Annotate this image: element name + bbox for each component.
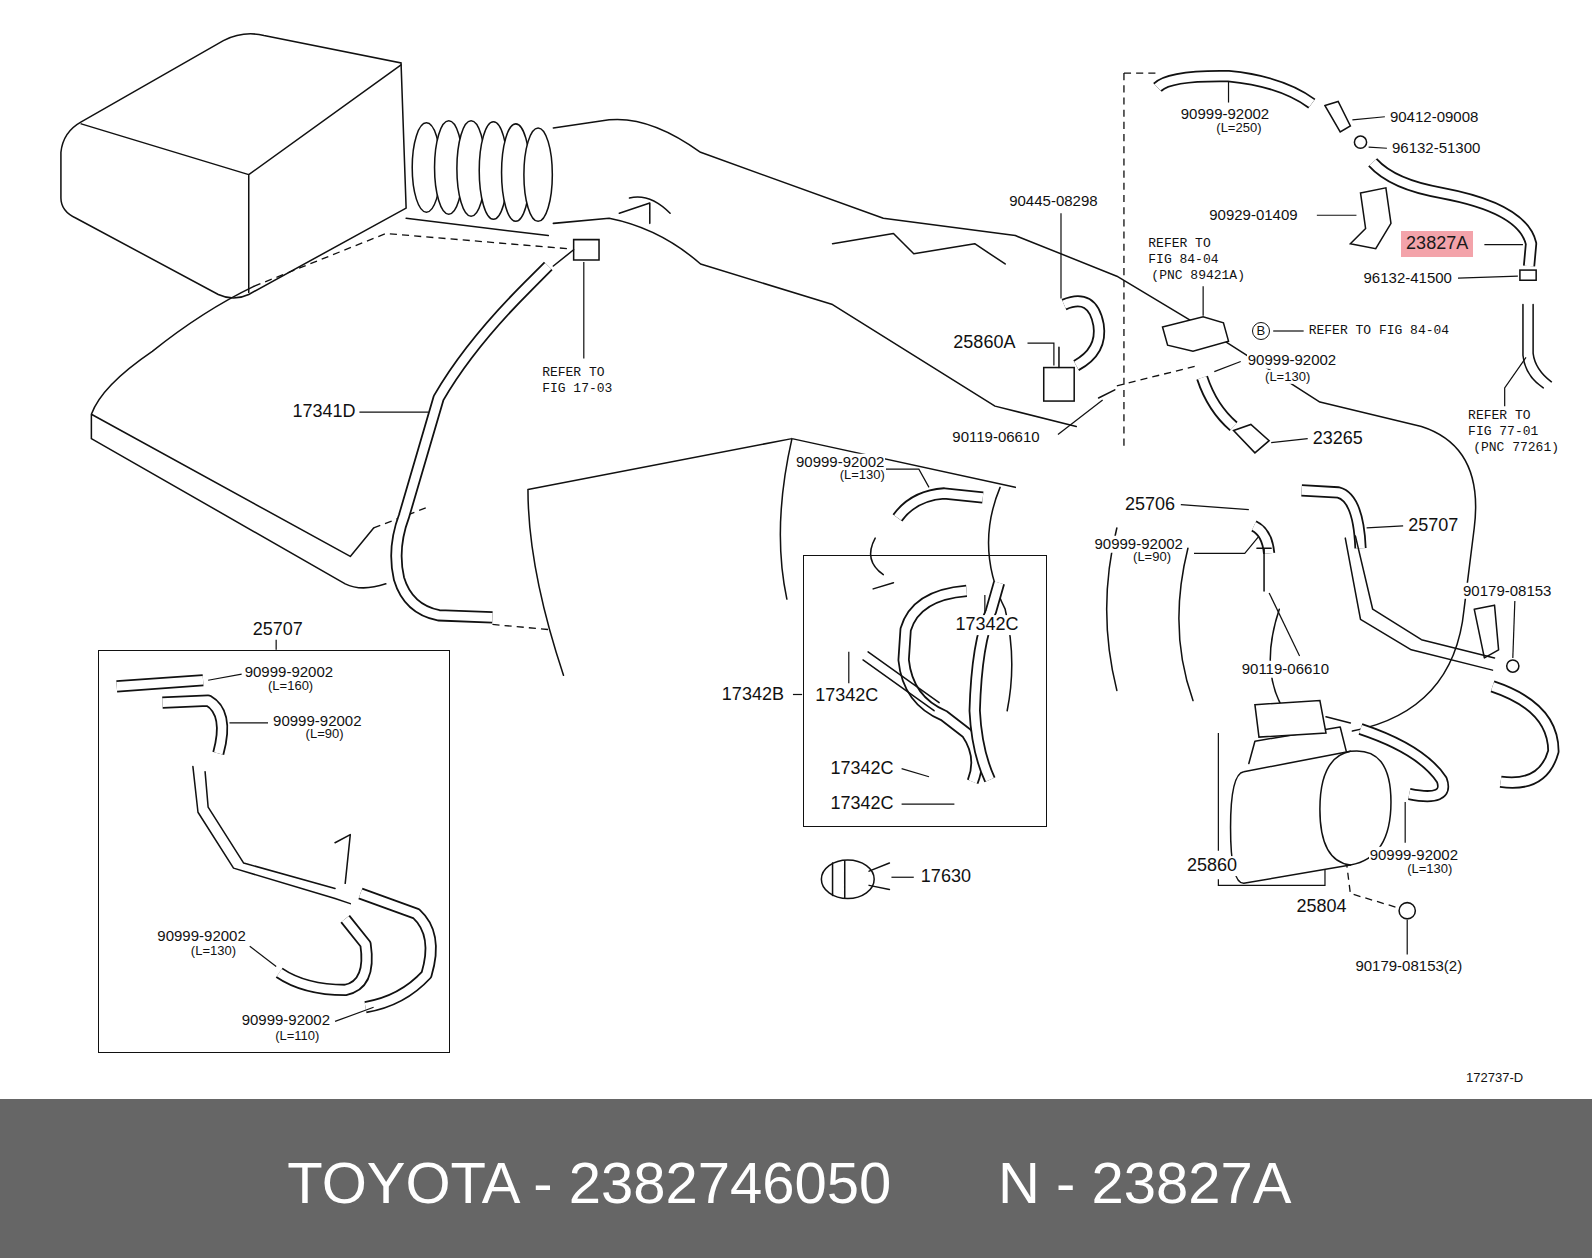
reference-note: REFER TO <box>1467 409 1531 423</box>
part-number: 17630 <box>920 867 972 887</box>
callout-number: 25707 <box>253 620 303 640</box>
reference-note: FIG 84-04 <box>1147 253 1219 267</box>
part-number: 25706 <box>1124 495 1176 515</box>
callout-number: 17342B <box>722 686 784 706</box>
part-number: 90412-09008 <box>1389 109 1479 126</box>
part-number: 25707 <box>1407 516 1459 536</box>
part-number: (L=130) <box>1406 862 1453 876</box>
part-number: 172737-D <box>1465 1071 1524 1085</box>
part-number: 23265 <box>1312 429 1364 449</box>
part-number: (L=250) <box>1215 121 1262 135</box>
caption-band: TOYOTA - 2382746050 N - 23827A <box>0 1099 1592 1258</box>
leader-line <box>208 81 1526 1021</box>
reference-note: (PNC 89421A) <box>1150 269 1246 283</box>
part-number: 90999-92002 <box>156 928 246 945</box>
part-number: (L=110) <box>274 1028 320 1042</box>
reference-note: REFER TO <box>541 365 605 379</box>
caption-text: TOYOTA - 2382746050 <box>287 1151 891 1215</box>
reference-note: FIG 77-01 <box>1467 424 1539 438</box>
intake-hose <box>412 121 552 222</box>
part-number: (L=160) <box>267 679 314 693</box>
part-number: 90929-01409 <box>1208 207 1298 224</box>
part-number: (L=90) <box>305 727 345 741</box>
part-number: 90999-92002 <box>1369 847 1459 864</box>
callout-number: 23827A <box>1406 234 1468 254</box>
part-number: B <box>1252 322 1270 340</box>
highlight-box: 23827A <box>1401 231 1473 257</box>
pipe <box>1345 536 1494 670</box>
part-number: 25860 <box>1186 856 1238 876</box>
part-number: (L=130) <box>839 468 886 482</box>
part-number: 90999-92002 <box>244 664 334 681</box>
part-number: 90999-92002 <box>1247 352 1337 369</box>
part-number: 17342C <box>814 686 879 706</box>
part-number: 90999-92002 <box>241 1012 331 1029</box>
reference-note: FIG 17-03 <box>541 382 613 396</box>
part-number: (L=130) <box>190 944 237 958</box>
part-number: 17342C <box>954 616 1019 636</box>
part-number: 17341D <box>291 402 356 422</box>
part-number: 17342C <box>830 759 895 779</box>
reference-note: REFER TO <box>1147 237 1211 251</box>
part-number: 90999-92002 <box>1180 105 1270 122</box>
part-number: (L=90) <box>1132 550 1172 564</box>
air-cleaner-cap <box>61 34 406 298</box>
reference-note: REFER TO FIG 84-04 <box>1308 324 1450 338</box>
part-number: 90119-06610 <box>1241 661 1330 678</box>
part-number: 96132-51300 <box>1391 140 1481 157</box>
reference-note: (PNC 77261) <box>1472 441 1560 455</box>
charcoal-canister <box>1231 751 1391 883</box>
part-number: 25804 <box>1296 897 1348 917</box>
part-number: 90119-06610 <box>951 428 1040 445</box>
vacuum-hose <box>117 76 1554 1007</box>
part-number: 25860A <box>952 333 1016 353</box>
part-number: 17342C <box>830 794 895 814</box>
part-number: (L=130) <box>1264 370 1311 384</box>
caption-text: N - 23827A <box>998 1151 1291 1215</box>
inset-box: 25707 <box>98 650 449 1053</box>
part-number: 90445-08298 <box>1008 193 1098 210</box>
part-number: 96132-41500 <box>1363 270 1453 287</box>
part-number: 90179-08153 <box>1462 583 1552 600</box>
part-number: 90179-08153(2) <box>1354 957 1463 974</box>
